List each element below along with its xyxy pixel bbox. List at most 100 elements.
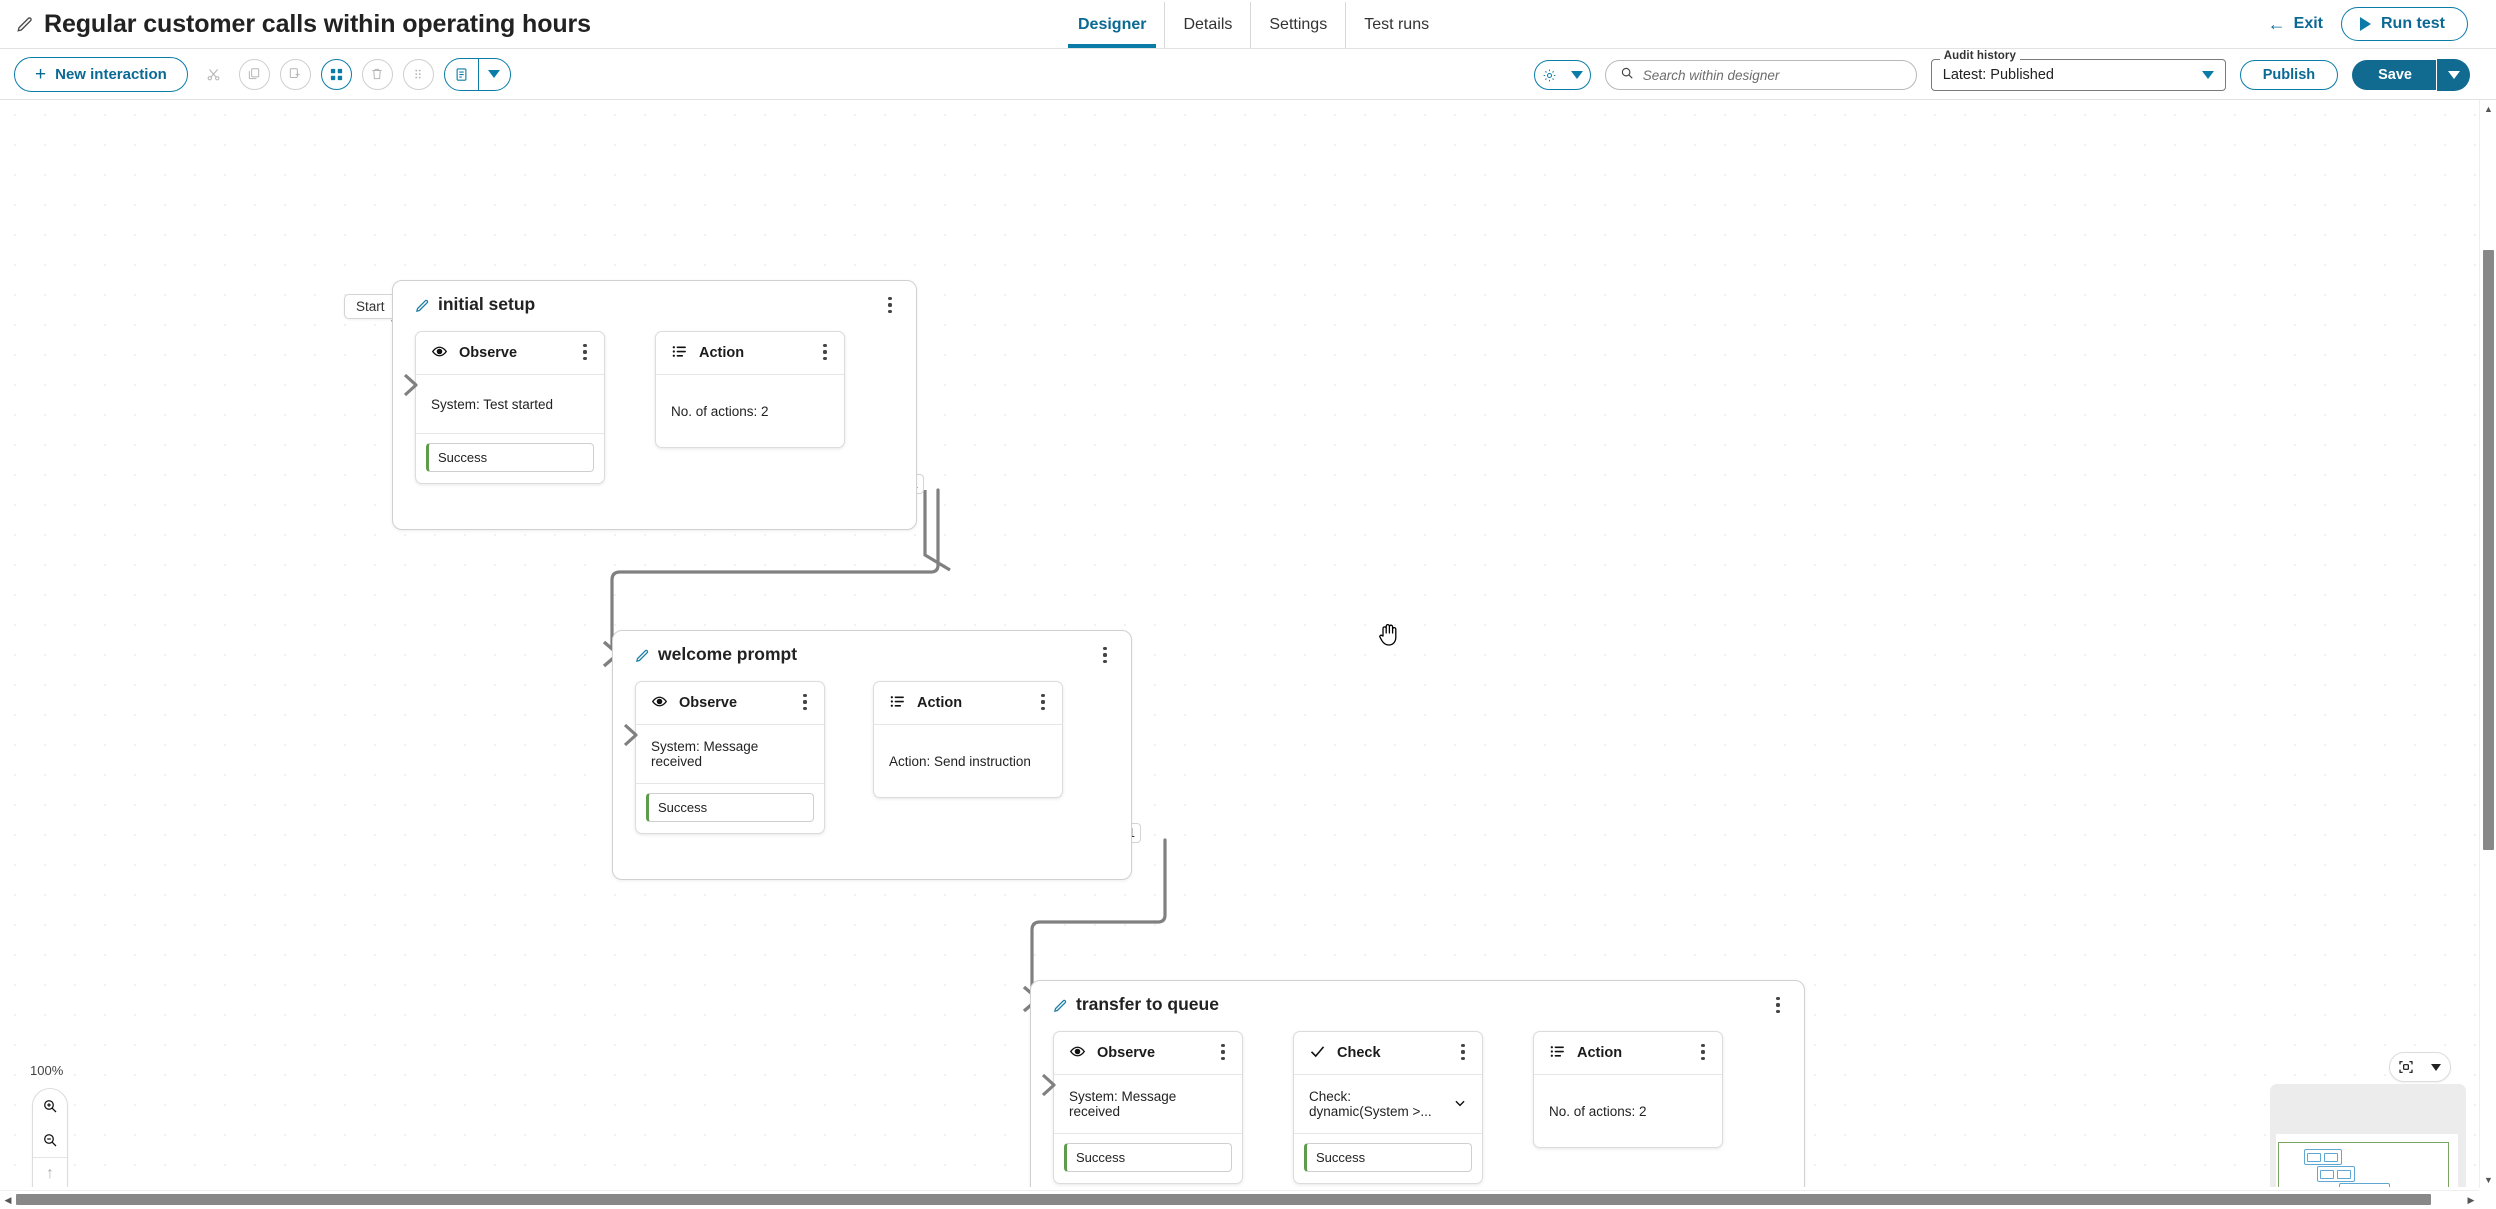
card-header: Observe	[636, 682, 824, 725]
card-options-menu[interactable]	[818, 343, 832, 361]
horizontal-scrollbar[interactable]: ◀ ▶	[0, 1190, 2479, 1208]
card-options-menu[interactable]	[798, 693, 812, 711]
notes-icon[interactable]	[445, 59, 478, 90]
publish-button[interactable]: Publish	[2240, 60, 2338, 90]
card-action[interactable]: Action No. of actions: 2	[655, 331, 845, 448]
card-options-menu[interactable]	[1216, 1043, 1230, 1061]
settings-dropdown-caret-icon[interactable]	[1564, 60, 1590, 90]
exit-button[interactable]: ← Exit	[2268, 15, 2323, 33]
save-button[interactable]: Save	[2352, 60, 2436, 90]
card-row: Observe System: Message received Success	[1031, 1015, 1804, 1187]
flow-canvas[interactable]: Start 1 1 initial setup	[0, 100, 2496, 1187]
pencil-icon[interactable]	[415, 297, 430, 312]
fit-dropdown-caret-icon[interactable]	[2422, 1052, 2450, 1082]
card-header: Observe	[416, 332, 604, 375]
card-body-text: System: Test started	[431, 397, 553, 412]
card-action[interactable]: Action Action: Send instruction	[873, 681, 1063, 798]
group-options-menu[interactable]	[882, 295, 898, 315]
card-type-label: Observe	[679, 695, 737, 711]
list-icon	[1549, 1043, 1566, 1064]
audit-history-select[interactable]: Latest: Published	[1931, 59, 2226, 91]
vertical-scroll-thumb[interactable]	[2483, 250, 2494, 850]
card-type-label: Observe	[459, 345, 517, 361]
pan-up-button[interactable]: ↑	[33, 1158, 67, 1187]
card-action[interactable]: Action No. of actions: 2	[1533, 1031, 1723, 1148]
status-badge[interactable]: Success	[1064, 1143, 1232, 1172]
minimap-card	[2320, 1170, 2334, 1179]
group-welcome-prompt[interactable]: welcome prompt Observe	[612, 630, 1132, 880]
card-body[interactable]: Check: dynamic(System >...	[1294, 1075, 1482, 1133]
horizontal-scroll-thumb[interactable]	[16, 1194, 2431, 1205]
paste-icon[interactable]	[280, 59, 311, 90]
search-input-wrapper[interactable]	[1605, 60, 1917, 90]
pencil-icon[interactable]	[1053, 997, 1068, 1012]
fit-to-screen-icon[interactable]	[2390, 1052, 2422, 1082]
group-title-transfer-to-queue: transfer to queue	[1031, 981, 1804, 1015]
group-transfer-to-queue[interactable]: transfer to queue Observe	[1030, 980, 1805, 1187]
search-input[interactable]	[1643, 68, 1902, 83]
minimap[interactable]	[2270, 1084, 2466, 1187]
copy-icon[interactable]	[239, 59, 270, 90]
app-header: Regular customer calls within operating …	[0, 0, 2496, 48]
status-badge[interactable]: Success	[426, 443, 594, 472]
status-badge[interactable]: Success	[1304, 1143, 1472, 1172]
group-title-label: initial setup	[438, 294, 535, 315]
card-options-menu[interactable]	[1036, 693, 1050, 711]
pencil-icon[interactable]	[635, 647, 650, 662]
run-test-label: Run test	[2381, 15, 2445, 33]
tab-details[interactable]: Details	[1165, 2, 1251, 48]
group-initial-setup[interactable]: initial setup Observe	[392, 280, 917, 530]
minimap-card	[2307, 1153, 2321, 1162]
search-icon	[1620, 66, 1634, 85]
scroll-left-arrow-icon[interactable]: ◀	[0, 1191, 16, 1209]
incoming-chevron-icon	[623, 722, 639, 753]
card-type-label: Action	[699, 345, 744, 361]
chevron-down-icon	[2202, 71, 2214, 79]
minimap-card	[2337, 1170, 2351, 1179]
card-check[interactable]: Check Check: dynamic(System >... Success	[1293, 1031, 1483, 1184]
main-tabs: Designer Details Settings Test runs	[1060, 0, 1447, 48]
minimap-content	[2276, 1134, 2458, 1187]
minimap-group-1	[2304, 1149, 2342, 1165]
group-title-welcome-prompt: welcome prompt	[613, 631, 1131, 665]
scroll-up-arrow-icon[interactable]: ▲	[2480, 100, 2496, 117]
new-interaction-label: New interaction	[55, 66, 167, 83]
zoom-out-button[interactable]	[33, 1123, 67, 1157]
zoom-controls: ↑ → ↓ ←	[32, 1088, 68, 1187]
card-observe[interactable]: Observe System: Test started Success	[415, 331, 605, 484]
new-interaction-button[interactable]: + New interaction	[14, 57, 188, 92]
audit-history-value: Latest: Published	[1943, 67, 2054, 83]
zoom-in-button[interactable]	[33, 1089, 67, 1123]
minimap-card	[2358, 1187, 2371, 1188]
group-options-menu[interactable]	[1097, 645, 1113, 665]
toolbar-left-group: + New interaction	[0, 57, 511, 92]
save-dropdown-caret-icon[interactable]	[2436, 59, 2470, 91]
tab-settings[interactable]: Settings	[1251, 2, 1346, 48]
vertical-scrollbar[interactable]: ▲ ▼	[2479, 100, 2496, 1188]
scroll-down-arrow-icon[interactable]: ▼	[2480, 1171, 2496, 1188]
tab-designer[interactable]: Designer	[1060, 2, 1165, 48]
card-body-text: Check: dynamic(System >...	[1309, 1089, 1447, 1119]
run-test-button[interactable]: Run test	[2341, 7, 2468, 41]
card-footer: Success	[1294, 1133, 1482, 1183]
card-observe[interactable]: Observe System: Message received Success	[1053, 1031, 1243, 1184]
drag-handle-icon[interactable]	[403, 59, 434, 90]
cut-icon[interactable]	[198, 59, 229, 90]
card-body: No. of actions: 2	[656, 375, 844, 447]
chevron-down-icon[interactable]	[1453, 1096, 1467, 1113]
delete-icon[interactable]	[362, 59, 393, 90]
card-options-menu[interactable]	[1456, 1043, 1470, 1061]
card-options-menu[interactable]	[1696, 1043, 1710, 1061]
minimap-card	[2324, 1153, 2338, 1162]
scroll-right-arrow-icon[interactable]: ▶	[2463, 1191, 2479, 1209]
group-options-menu[interactable]	[1770, 995, 1786, 1015]
gear-icon[interactable]	[1535, 60, 1564, 90]
notes-dropdown-caret-icon[interactable]	[479, 59, 510, 90]
card-observe[interactable]: Observe System: Message received Success	[635, 681, 825, 834]
tab-test-runs[interactable]: Test runs	[1346, 2, 1447, 48]
status-badge[interactable]: Success	[646, 793, 814, 822]
grid-layout-icon[interactable]	[321, 59, 352, 90]
pencil-icon[interactable]	[16, 15, 34, 33]
card-options-menu[interactable]	[578, 343, 592, 361]
start-badge: Start	[344, 294, 397, 319]
